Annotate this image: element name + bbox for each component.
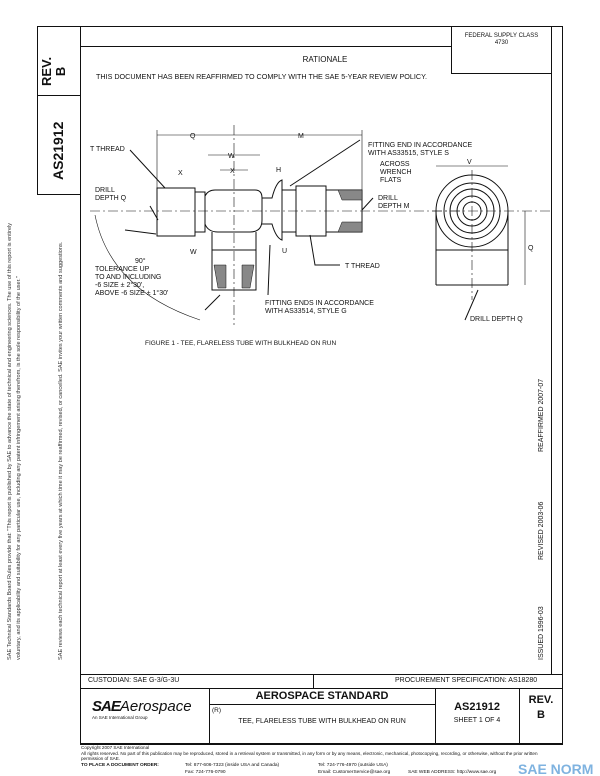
fsc-value: 4730 [494, 40, 509, 46]
issued-date: ISSUED 1996-03 [538, 606, 545, 660]
fax: Fax: 724-776-0790 [185, 769, 226, 775]
tb-div-2 [435, 688, 436, 745]
dim-x: X [230, 168, 235, 175]
fitting-ends-label-2: WITH AS33514, STYLE G [265, 308, 347, 315]
rules-text: SAE Technical Standards Board Rules prov… [7, 222, 22, 660]
tolerance-label-2: TO AND INCLUDING [95, 274, 161, 281]
angle-label: 90° [135, 257, 146, 265]
rationale-text: THIS DOCUMENT HAS BEEN REAFFIRMED TO COM… [96, 72, 427, 81]
tel-us: Tel: 877-606-7323 (inside USA and Canada… [185, 763, 280, 768]
rev-label: REV. [39, 56, 54, 86]
rev-strip: REV. B [39, 56, 68, 86]
dim-m: M [298, 133, 304, 140]
fitting-ends-label-1: FITTING ENDS IN ACCORDANCE [265, 300, 374, 307]
tolerance-label-4: ABOVE -6 SIZE ± 1°30' [95, 289, 168, 297]
tolerance-label-1: TOLERANCE UP [95, 266, 150, 273]
logo-sub: An SAE International Group [92, 715, 148, 720]
logo-sae: SAE [92, 698, 121, 715]
fitting-end-label-2: WITH AS33515, STYLE S [368, 150, 449, 157]
dim-h: H [276, 167, 281, 174]
t-thread-label-2: T THREAD [345, 263, 380, 270]
federal-supply-class: FEDERAL SUPPLY CLASS 4730 [451, 33, 552, 47]
dim-w-lower: W [190, 249, 197, 256]
fitting-end-label-1: FITTING END IN ACCORDANCE [368, 142, 473, 149]
drill-m-label-1: DRILL [378, 195, 398, 202]
branch-end [211, 249, 257, 291]
bulkhead-flange [262, 179, 283, 241]
title-block [80, 688, 563, 745]
dim-q-side: Q [528, 245, 534, 252]
order-label: TO PLACE A DOCUMENT ORDER: [81, 763, 159, 768]
tel-intl: Tel: 724-776-4970 (outside USA) [318, 763, 388, 768]
logo-aerospace: Aerospace [119, 698, 192, 715]
flats-label: FLATS [380, 177, 402, 184]
sheet-number: SHEET 1 OF 4 [453, 717, 501, 724]
tb-rev-value: B [537, 709, 545, 721]
standard-title: AEROSPACE STANDARD [255, 690, 389, 702]
header-line [80, 46, 451, 47]
fsc-label: FEDERAL SUPPLY CLASS [464, 33, 539, 39]
right-strip-line [551, 26, 552, 674]
web-address[interactable]: SAE WEB ADDRESS: http://www.sae.org [408, 769, 497, 775]
body [204, 189, 263, 233]
across-label: ACROSS [380, 161, 410, 168]
branch-hatch [213, 264, 255, 289]
drill-q-label-1: DRILL [95, 187, 115, 194]
wrench-label: WRENCH [380, 169, 412, 176]
tb-div-3 [519, 688, 520, 745]
rights-notice: All rights reserved. No part of this pub… [81, 750, 538, 762]
custodian-divider [313, 674, 314, 689]
drill-q-label-2: DEPTH Q [95, 195, 127, 202]
dim-w: W [228, 153, 235, 160]
custodian: CUSTODIAN: SAE G-3/G-3U [88, 677, 180, 684]
procurement-spec: PROCUREMENT SPECIFICATION: AS18280 [395, 677, 538, 684]
right-hatch [337, 189, 363, 233]
rev-value: B [53, 66, 68, 77]
sae-norm-watermark: SAE NORM [518, 761, 594, 776]
revised-date: REVISED 2003-06 [538, 501, 545, 560]
email[interactable]: Email: CustomerService@sae.org [318, 769, 391, 775]
tb-div-1 [209, 688, 210, 745]
reaffirmed-date: REAFFIRMED 2007-07 [538, 378, 545, 452]
main-frame [80, 26, 563, 744]
side-doc-number: AS21912 [50, 121, 66, 180]
footer: Copyright 2007 SAE International All rig… [81, 745, 551, 762]
tb-hline [209, 704, 435, 705]
left-end [156, 187, 196, 237]
tolerance-label-3: -6 SIZE ± 2°30', [95, 281, 144, 289]
t-thread-label: T THREAD [90, 146, 125, 153]
dim-q: Q [190, 133, 196, 140]
copyright: Copyright 2007 SAE International [81, 745, 150, 750]
review-text: SAE reviews each technical report at lea… [58, 241, 64, 660]
tb-rev: REV. B [519, 693, 563, 723]
tb-doc-number: AS21912 [454, 701, 500, 713]
document-title: TEE, FLARELESS TUBE WITH BULKHEAD ON RUN [238, 718, 406, 725]
drill-depth-q-side-label: DRILL DEPTH Q [470, 316, 523, 323]
federal-supply-box [451, 26, 552, 74]
r-mark: (R) [212, 707, 222, 714]
dim-x-left: X [178, 170, 183, 177]
rationale-title: RATIONALE [302, 55, 348, 64]
dim-u: U [282, 248, 287, 255]
dim-v: V [467, 159, 472, 166]
tb-rev-label: REV. [528, 694, 554, 706]
sae-aerospace-logo: SAEAerospace An SAE International Group [92, 698, 192, 720]
drill-m-label-2: DEPTH M [378, 203, 410, 210]
figure-caption: FIGURE 1 - TEE, FLARELESS TUBE WITH BULK… [145, 340, 336, 347]
tee-fitting-drawing: Q M W X X H W U V Q T THREAD T THREAD DR… [90, 125, 550, 347]
